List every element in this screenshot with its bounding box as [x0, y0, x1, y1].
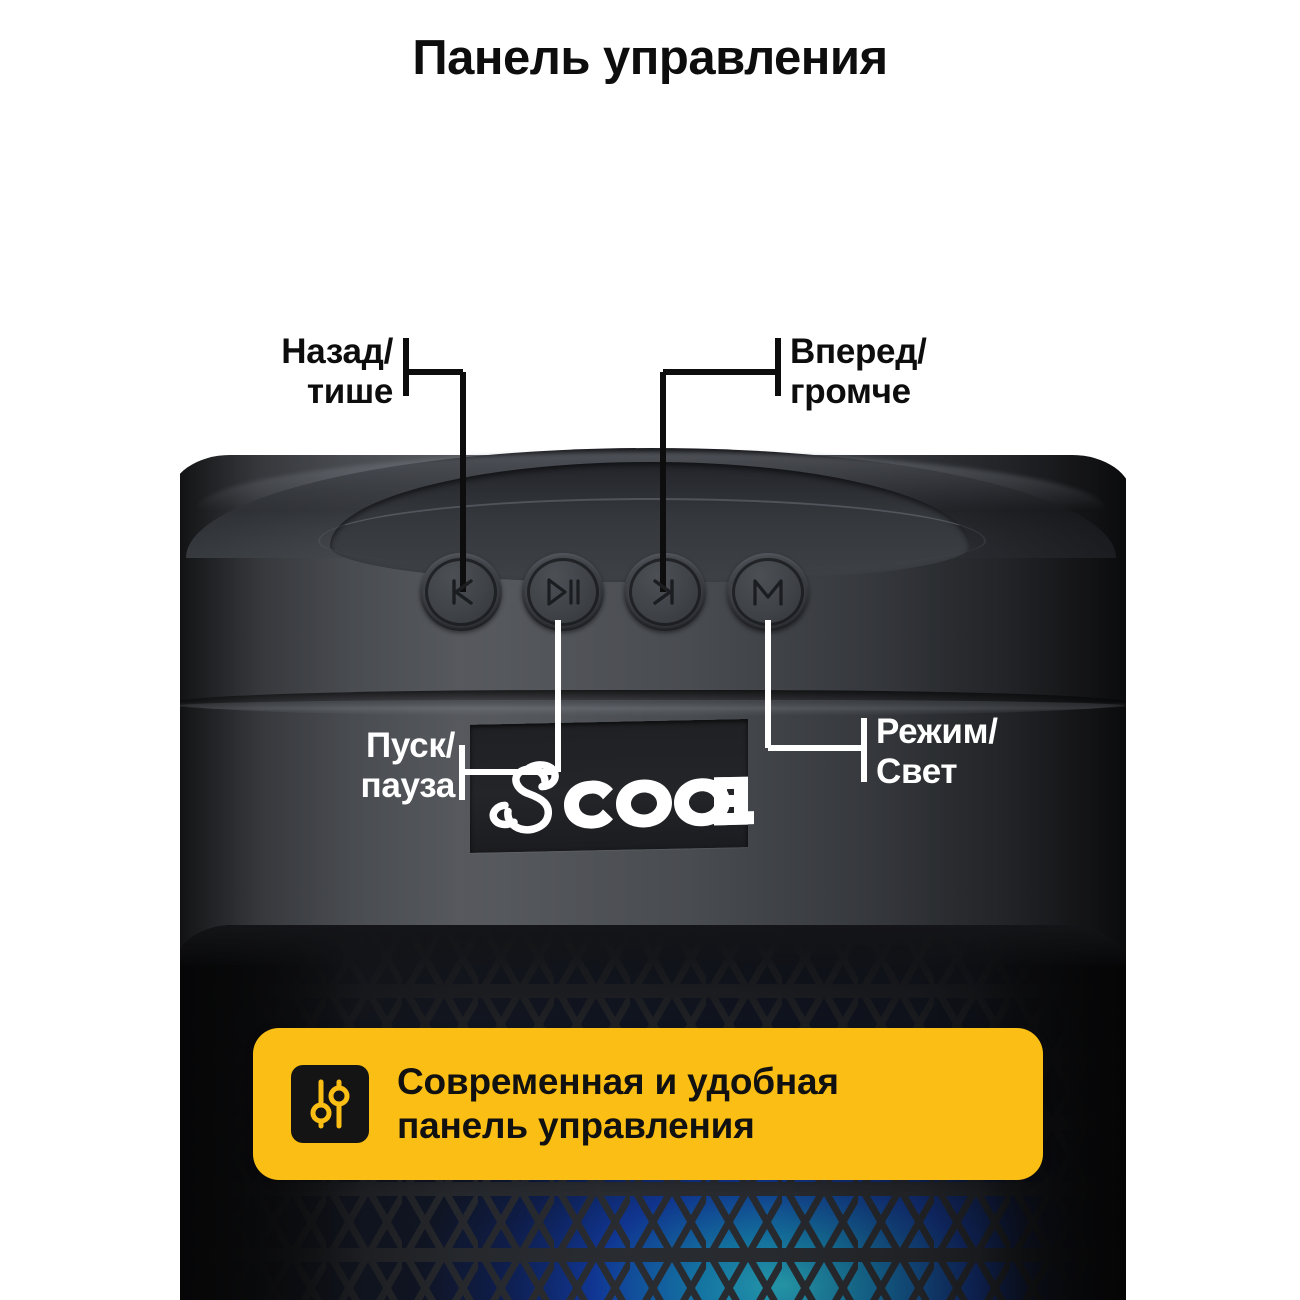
equalizer-sliders-icon	[291, 1065, 369, 1143]
previous-track-button[interactable]	[420, 553, 502, 631]
play-pause-button[interactable]	[522, 553, 604, 631]
mode-m-icon	[750, 576, 786, 608]
feature-banner: Современная и удобная панель управления	[253, 1028, 1043, 1180]
callout-label-play: Пуск/ пауза	[360, 726, 455, 805]
brand-logo-letter-e	[712, 776, 752, 832]
feature-banner-text: Современная и удобная панель управления	[397, 1060, 839, 1146]
next-track-button[interactable]	[624, 553, 706, 631]
play-pause-icon	[544, 576, 582, 608]
callout-label-mode: Режим/ Свет	[876, 712, 998, 791]
mode-light-button[interactable]	[727, 553, 809, 631]
callout-label-next: Вперед/ громче	[790, 332, 927, 411]
body-seam	[172, 690, 1130, 716]
body-seam-highlight	[176, 700, 1126, 712]
callout-label-prev: Назад/ тише	[281, 332, 393, 411]
next-track-icon	[648, 575, 682, 609]
previous-track-icon	[444, 575, 478, 609]
page-title: Панель управления	[412, 31, 888, 85]
